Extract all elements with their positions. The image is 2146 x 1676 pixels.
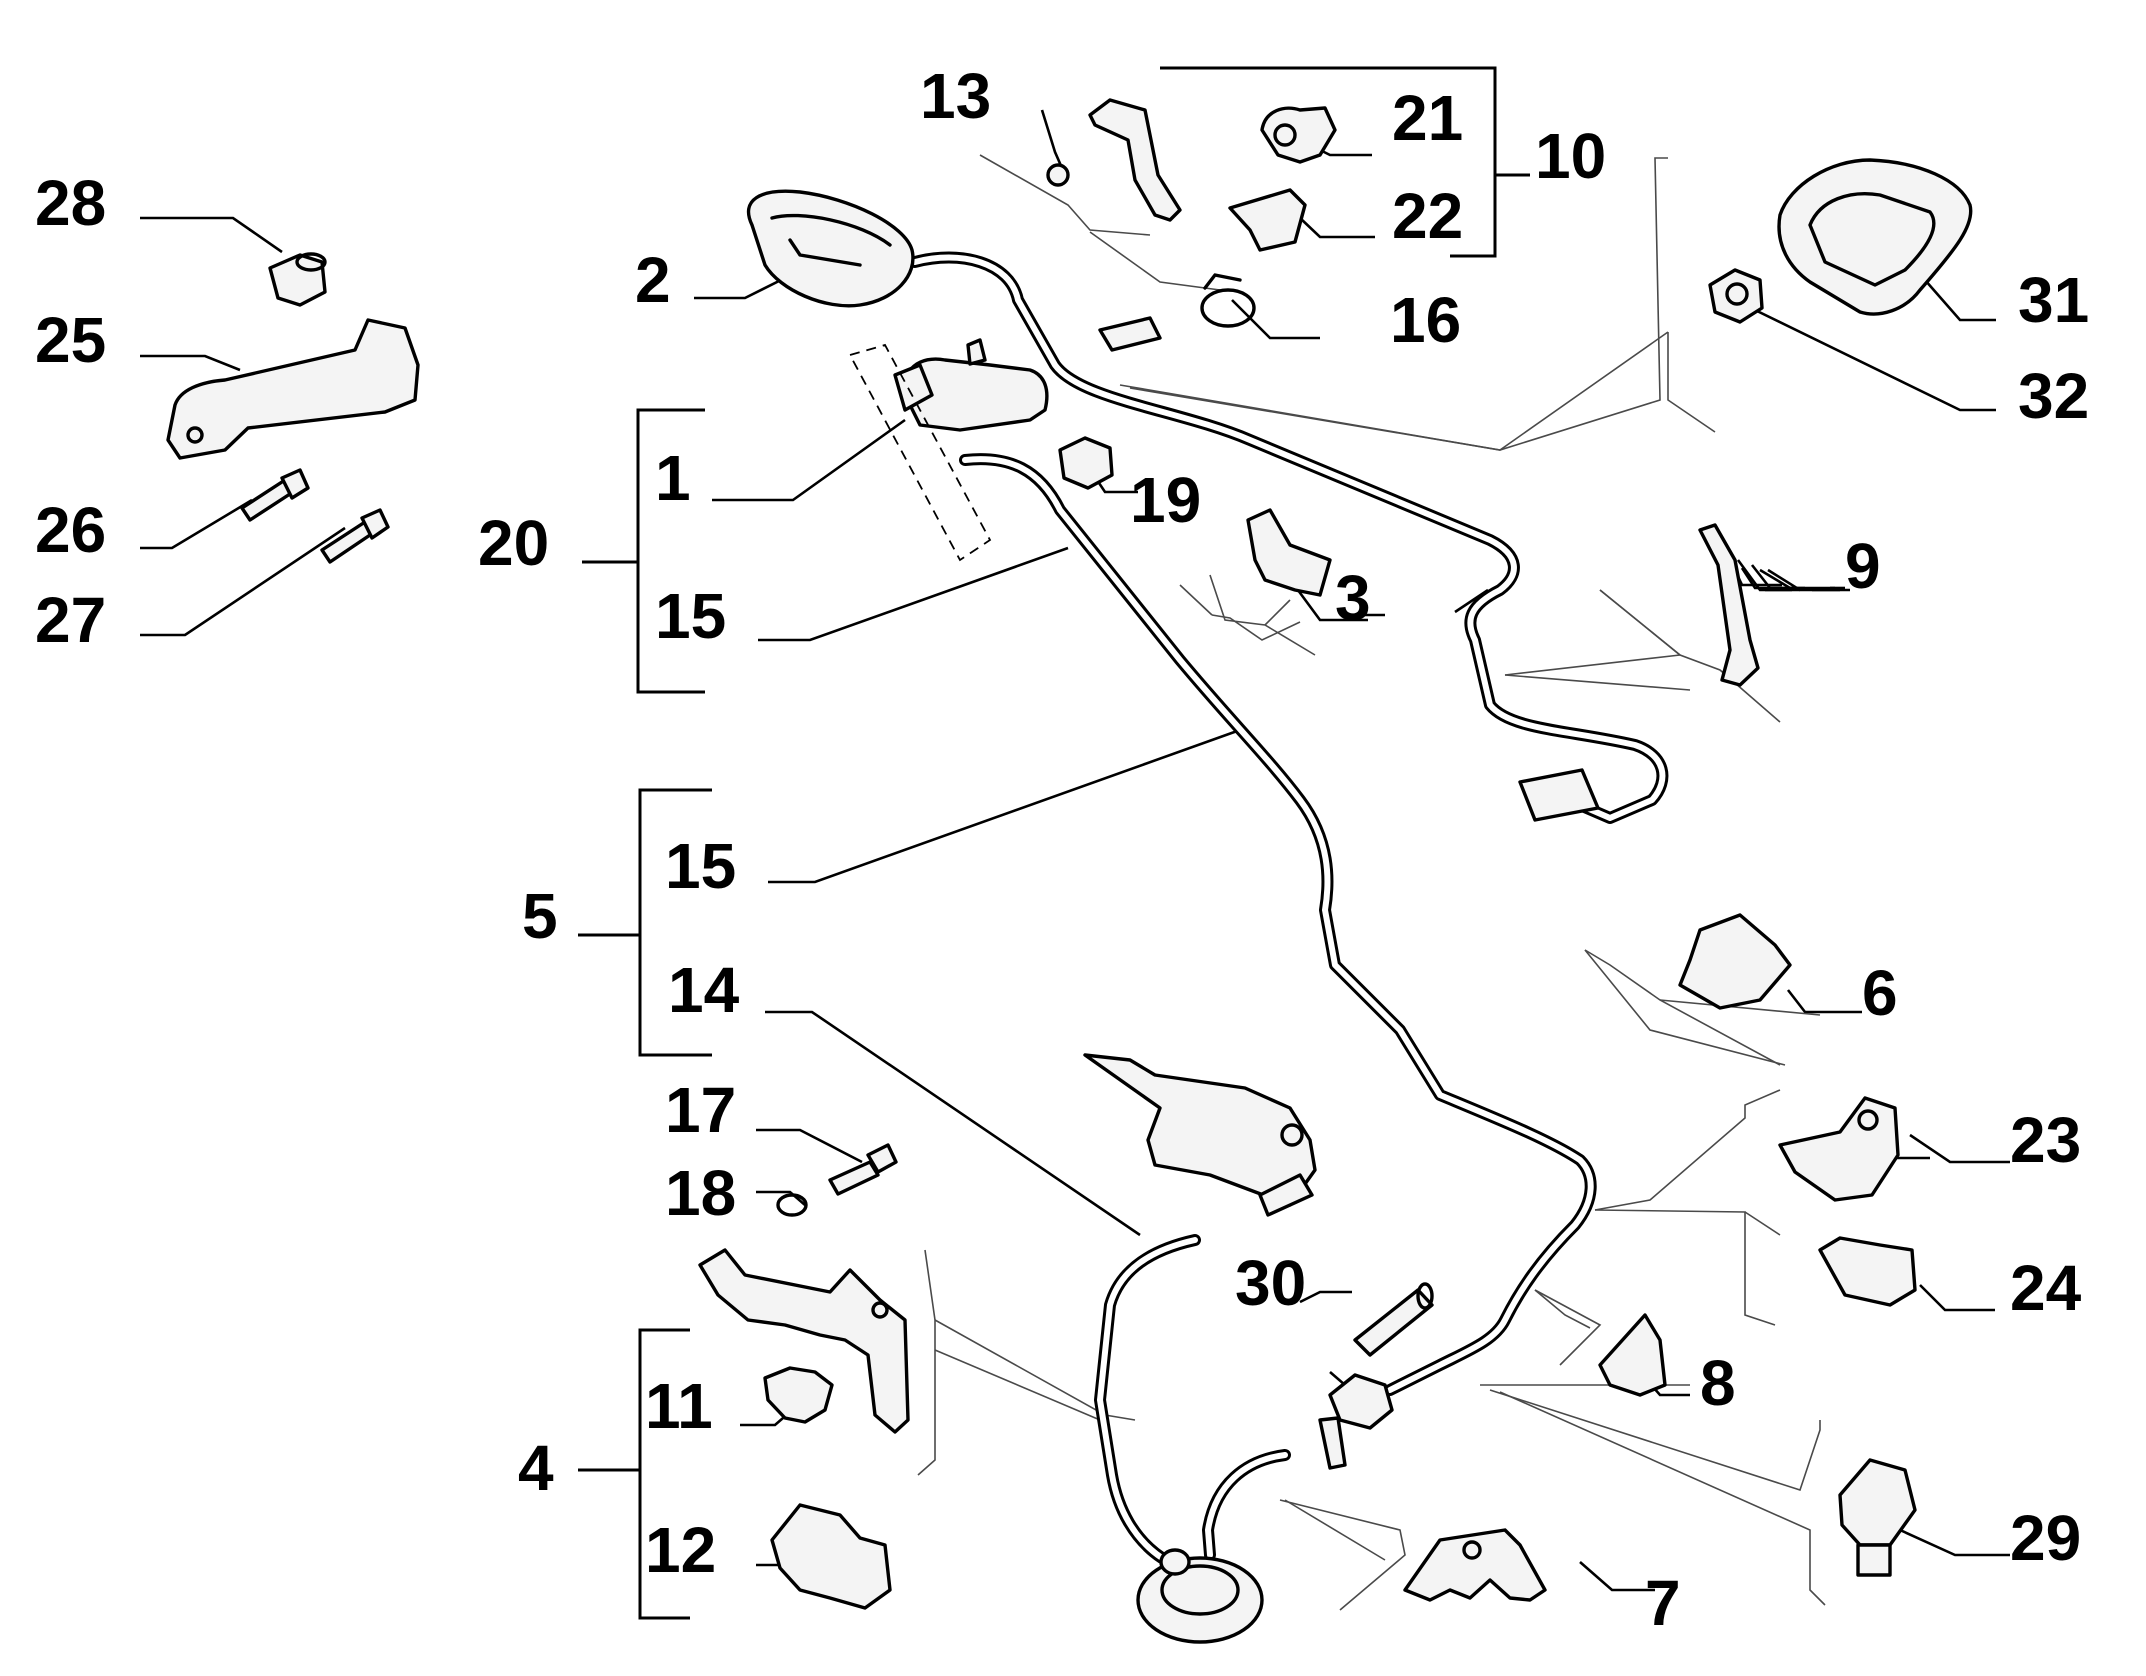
callout-22: 22 xyxy=(1392,180,1463,252)
callout-25: 25 xyxy=(35,304,106,376)
slave-cylinder xyxy=(1083,1053,1317,1217)
callout-24: 24 xyxy=(2010,1252,2082,1324)
callout-28: 28 xyxy=(35,167,106,239)
callout-26: 26 xyxy=(35,494,106,566)
tie-lines xyxy=(917,154,1826,1611)
callout-13: 13 xyxy=(920,60,991,132)
clip-part-23 xyxy=(1778,1096,1900,1202)
bolt-part-17 xyxy=(828,1143,898,1196)
callout-1: 1 xyxy=(655,442,691,514)
clip-part-22 xyxy=(1228,188,1307,252)
callout-labels: 1 2 3 4 5 6 7 8 9 10 11 12 13 14 15 15 1… xyxy=(35,60,2089,1639)
gasket-part-31 xyxy=(1777,158,1973,316)
group-brackets xyxy=(578,66,1530,1620)
callout-14: 14 xyxy=(668,954,740,1026)
callout-16: 16 xyxy=(1390,284,1461,356)
callout-19: 19 xyxy=(1130,464,1201,536)
clip-part-21 xyxy=(1260,106,1337,164)
pipe-end-fitting xyxy=(1518,768,1600,822)
pipe-connector xyxy=(1318,1373,1394,1470)
callout-3: 3 xyxy=(1335,562,1371,634)
nut-part-19 xyxy=(1058,436,1114,490)
callout-21: 21 xyxy=(1392,82,1463,154)
connector-part-30 xyxy=(1353,1282,1434,1357)
callout-12: 12 xyxy=(645,1514,716,1586)
clip-part-8 xyxy=(1598,1313,1667,1397)
clip-part-13 xyxy=(1046,98,1182,222)
callout-20: 20 xyxy=(478,507,549,579)
callout-23: 23 xyxy=(2010,1104,2081,1176)
callout-10: 10 xyxy=(1535,120,1606,192)
clip-part-6 xyxy=(1678,913,1792,1010)
callout-15a: 15 xyxy=(655,580,726,652)
bolt-part-26 xyxy=(240,468,310,522)
parts xyxy=(166,98,1973,1644)
pulsation-damper xyxy=(1136,1548,1264,1644)
callout-11: 11 xyxy=(645,1370,713,1442)
callout-32: 32 xyxy=(2018,360,2089,432)
callout-5: 5 xyxy=(522,880,558,952)
reservoir-part-2 xyxy=(746,189,915,308)
strap-part-9 xyxy=(1698,523,1760,687)
bracket-part-25 xyxy=(166,318,420,460)
bracket-part-3 xyxy=(1246,508,1332,597)
clip-part-11 xyxy=(763,1366,834,1424)
clutch-pipes xyxy=(909,251,1669,1564)
callout-18: 18 xyxy=(665,1157,736,1229)
callout-9: 9 xyxy=(1845,530,1881,602)
clip-part-12 xyxy=(770,1503,892,1610)
clip-part-24 xyxy=(1818,1236,1917,1307)
callout-17: 17 xyxy=(665,1074,736,1146)
nut-part-32 xyxy=(1708,268,1764,324)
callout-8: 8 xyxy=(1700,1347,1736,1419)
hose-clamp-part-16 xyxy=(1200,273,1256,328)
callout-7: 7 xyxy=(1645,1567,1681,1639)
bracket-part-4 xyxy=(698,1248,910,1434)
bolt-part-27 xyxy=(320,508,390,564)
fastener-part-29 xyxy=(1838,1458,1917,1577)
washer-part-18 xyxy=(776,1193,808,1217)
callout-4: 4 xyxy=(518,1432,554,1504)
callout-15b: 15 xyxy=(665,830,736,902)
callout-30: 30 xyxy=(1235,1247,1306,1319)
callout-31: 31 xyxy=(2018,264,2089,336)
callout-27: 27 xyxy=(35,584,106,656)
callout-2: 2 xyxy=(635,244,671,316)
master-cylinder-part-1 xyxy=(848,316,1162,562)
callout-29: 29 xyxy=(2010,1502,2081,1574)
clip-part-7 xyxy=(1403,1528,1547,1602)
callout-6: 6 xyxy=(1862,957,1898,1029)
cap-nut-part-28 xyxy=(268,252,327,307)
